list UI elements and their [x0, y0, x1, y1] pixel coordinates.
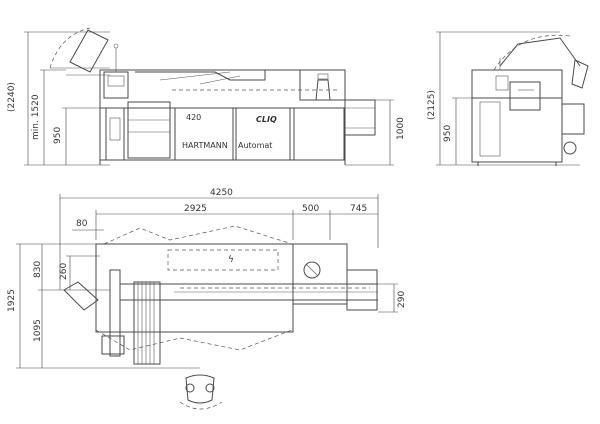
- dim-950-label: 950: [53, 127, 63, 144]
- dim-500-label: 500: [302, 204, 319, 214]
- side-hood: [499, 37, 581, 67]
- dim-4250-label: 4250: [210, 188, 233, 198]
- top-right-unit: [299, 69, 346, 101]
- dim-80-label: 80: [76, 219, 88, 229]
- exit-conveyor: [344, 99, 376, 136]
- dim-side-950-label: 950: [443, 125, 453, 142]
- dim-2925-label: 2925: [184, 204, 207, 214]
- side-body: [471, 69, 563, 163]
- operator-chair: [185, 374, 215, 404]
- panel-brand: HARTMANN: [182, 141, 228, 150]
- side-view: (2125) 950: [427, 31, 589, 166]
- side-wheel: [563, 141, 577, 155]
- panel-right: [235, 107, 291, 161]
- front-view: (2240) min. 1520 950 420 HARTMANN Automa…: [7, 27, 406, 166]
- dim-1520-label: min. 1520: [31, 94, 41, 140]
- electrical-symbol: ϟ: [228, 255, 234, 265]
- top-view: 4250 2925 500 745 80 1925 830 1095 260 ϟ: [7, 188, 407, 410]
- dim-745-label: 745: [350, 204, 367, 214]
- feed-unit: [127, 101, 171, 159]
- open-lid: [69, 29, 109, 73]
- top-conveyor: [346, 269, 378, 311]
- top-infeed-arm: [63, 281, 99, 311]
- panel-logo: CLIQ: [256, 115, 277, 124]
- dim-2240-label: (2240): [7, 82, 17, 112]
- top-dial: [303, 261, 321, 279]
- dim-2125-label: (2125): [427, 90, 437, 120]
- panel-model-name: Automat: [238, 141, 272, 150]
- dim-1095-label: 1095: [33, 319, 43, 342]
- top-feed-stack: [133, 281, 161, 365]
- lid-arc: [49, 27, 91, 69]
- dim-260-label: 260: [59, 263, 69, 280]
- dim-290-label: 290: [397, 291, 407, 308]
- panel-left: [174, 107, 234, 161]
- dim-1000-label: 1000: [396, 117, 406, 140]
- panel-model-number: 420: [186, 113, 201, 122]
- side-chamber: [509, 81, 541, 111]
- top-right-unit: [292, 243, 348, 305]
- dim-1925-label: 1925: [7, 289, 17, 312]
- dim-830-label: 830: [33, 261, 43, 278]
